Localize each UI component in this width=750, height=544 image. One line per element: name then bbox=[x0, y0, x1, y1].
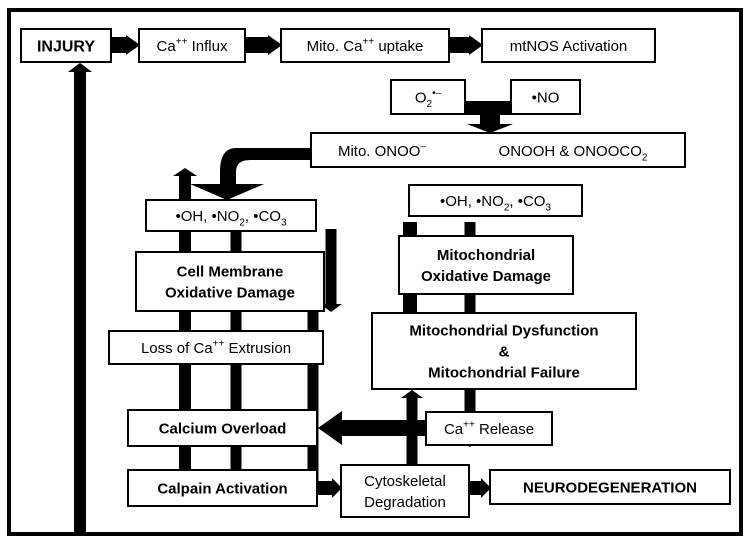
radicals-left-box bbox=[145, 199, 317, 232]
loss-ca-extrusion-label: Loss of Ca++ Extrusion bbox=[141, 339, 291, 357]
mito-dysfunction-failure-label: Mitochondrial Dysfunction&Mitochondrial … bbox=[409, 322, 598, 381]
node-ca-release: Ca++ Release bbox=[425, 411, 553, 446]
mito-dysfunction-failure-box bbox=[371, 312, 637, 390]
loss-ca-extrusion-box bbox=[108, 330, 324, 365]
neurodegeneration-label: NEURODEGENERATION bbox=[523, 479, 697, 496]
arrow-calpain-activation-to-cytoskeletal-degradation bbox=[318, 478, 342, 498]
radicals-right-label: •OH, •NO2, •CO3 bbox=[440, 193, 552, 214]
nodes-layer: INJURY Ca++ Influx Mito. Ca++ uptake mtNOS … bbox=[20, 28, 731, 518]
node-mito-dysfunction-failure: Mitochondrial Dysfunction&Mitochondrial … bbox=[371, 312, 637, 390]
outer-frame bbox=[7, 8, 743, 536]
radicals-right-box bbox=[408, 184, 583, 217]
cytoskeletal-degradation-box bbox=[340, 464, 470, 518]
node-ca-influx: Ca++ Influx bbox=[138, 28, 246, 63]
node-superoxide: O2•– bbox=[390, 79, 466, 115]
arrow-mtnos-activation-to-nitric-oxide bbox=[68, 63, 92, 535]
calpain-activation-label: Calpain Activation bbox=[157, 480, 287, 497]
mito-onoo-label: Mito. ONOO– bbox=[338, 142, 427, 160]
arrow-cytoskeletal-degradation-to-neurodegeneration bbox=[470, 478, 491, 498]
node-mito-ca-uptake: Mito. Ca++ uptake bbox=[280, 28, 450, 63]
cell-membrane-damage-box bbox=[135, 251, 325, 312]
mtnos-activation-box bbox=[481, 28, 656, 63]
node-nitric-oxide: •NO bbox=[510, 79, 581, 115]
superoxide-label: O2•– bbox=[415, 88, 442, 110]
ca-influx-box bbox=[138, 28, 246, 63]
nitric-oxide-label: •NO bbox=[532, 89, 560, 106]
node-injury: INJURY bbox=[20, 28, 112, 63]
arrow-mito-dysfunction-failure-to-ca-release bbox=[401, 390, 423, 487]
neurodegeneration-box bbox=[489, 469, 731, 505]
calcium-overload-box bbox=[127, 409, 318, 447]
ca-influx-label: Ca++ Influx bbox=[157, 37, 228, 55]
mito-ca-uptake-box bbox=[280, 28, 450, 63]
node-radicals-right: •OH, •NO2, •CO3 bbox=[408, 184, 583, 217]
node-calpain-activation: Calpain Activation bbox=[127, 469, 318, 507]
node-calcium-overload: Calcium Overload bbox=[127, 409, 318, 447]
onooh-onoooco2-label: ONOOH & ONOOCO2 bbox=[499, 143, 648, 164]
calpain-activation-box bbox=[127, 469, 318, 507]
arrow-cell-membrane-damage-to-loss-ca-extrusion bbox=[320, 229, 342, 312]
node-radicals-left: •OH, •NO2, •CO3 bbox=[145, 199, 317, 232]
mito-onoo-box bbox=[310, 132, 686, 168]
ca-release-label: Ca++ Release bbox=[444, 420, 534, 438]
arrow-ca-influx-to-mito-ca-uptake bbox=[246, 35, 282, 55]
node-neurodegeneration: NEURODEGENERATION bbox=[489, 469, 731, 505]
arrow-mito-oxidative-damage-to-mito-dysfunction-failure bbox=[302, 295, 324, 487]
node-mtnos-activation: mtNOS Activation bbox=[481, 28, 656, 63]
superoxide-box bbox=[390, 79, 466, 115]
radicals-left-label: •OH, •NO2, •CO3 bbox=[175, 208, 287, 229]
nitric-oxide-box bbox=[510, 79, 581, 115]
injury-label: INJURY bbox=[37, 38, 95, 55]
injury-box bbox=[20, 28, 112, 63]
node-loss-ca-extrusion: Loss of Ca++ Extrusion bbox=[108, 330, 324, 365]
mito-ca-uptake-label: Mito. Ca++ uptake bbox=[307, 37, 424, 55]
node-mito-onoo: Mito. ONOO– bbox=[310, 132, 686, 168]
ca-release-box bbox=[425, 411, 553, 446]
calcium-overload-label: Calcium Overload bbox=[159, 420, 287, 437]
node-onooh-onoooco2: ONOOH & ONOOCO2 bbox=[499, 143, 648, 164]
arrow-onooh-onoooco2-to-radicals-right bbox=[173, 168, 197, 485]
mtnos-activation-label: mtNOS Activation bbox=[510, 38, 628, 55]
arrow-ca-release-to-calcium-overload bbox=[318, 411, 425, 445]
mito-oxidative-damage-box bbox=[398, 235, 574, 295]
arrow-mito-onoo-to-radicals-left bbox=[190, 148, 311, 200]
arrow-injury-to-ca-influx bbox=[112, 35, 140, 55]
arrow-mito-ca-uptake-to-mtnos-activation bbox=[450, 35, 483, 55]
